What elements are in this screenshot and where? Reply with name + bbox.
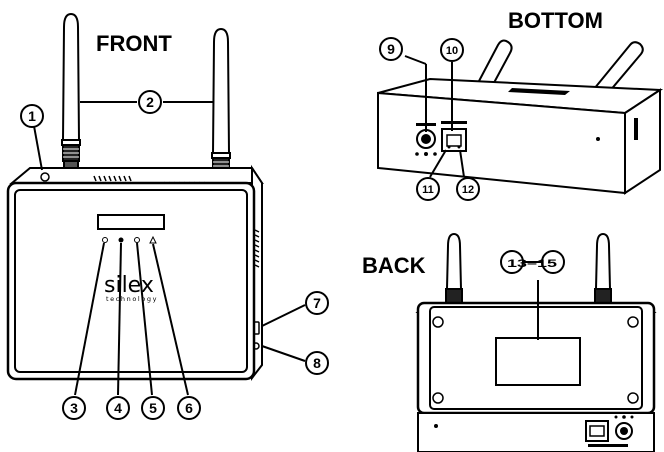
callout-10: 10 (440, 38, 464, 62)
front-side-vents (254, 229, 260, 268)
back-dc-pin (620, 427, 628, 435)
callout-7: 7 (305, 291, 329, 315)
callout-3: 3 (62, 396, 86, 420)
back-view-title: BACK (362, 253, 426, 278)
lan-port-label (441, 121, 467, 124)
callout-9: 9 (379, 37, 403, 61)
svg-text:8: 8 (313, 355, 321, 371)
lan-port-socket (446, 134, 462, 147)
bottom-side-label (634, 118, 638, 140)
svg-text:10: 10 (446, 45, 458, 57)
back-screw (434, 424, 438, 428)
back-panel-inner (429, 306, 643, 410)
led-status-icon (118, 237, 124, 243)
dc-jack-pin (421, 134, 431, 144)
bottom-screw (596, 137, 600, 141)
bottom-box-side (624, 88, 661, 195)
led-warning-icon (149, 235, 157, 244)
callout-12: 12 (456, 177, 480, 201)
front-antenna-left (60, 12, 82, 179)
svg-text:12: 12 (462, 184, 474, 196)
back-view: BACK (362, 232, 657, 452)
callout-8: 8 (305, 351, 329, 375)
front-view: FRONT (6, 12, 264, 381)
led-window (97, 214, 165, 230)
back-antenna-right (594, 232, 612, 304)
callout-2: 2 (138, 90, 162, 114)
svg-text:9: 9 (387, 41, 395, 57)
callout-11: 11 (416, 177, 440, 201)
led-power-icon (102, 237, 108, 243)
brand-logo: silex (104, 273, 154, 298)
lan-led-right (457, 145, 461, 149)
bottom-vent-slot (508, 88, 570, 95)
back-port-labels (588, 444, 628, 447)
svg-text:5: 5 (149, 400, 157, 416)
front-top-button (40, 172, 50, 182)
back-polarity-icon (614, 415, 634, 419)
svg-text:2: 2 (146, 94, 154, 110)
brand-tagline: technology (106, 295, 158, 303)
lan-led-left (447, 145, 451, 149)
callout-4: 4 (106, 396, 130, 420)
back-foot-tr (627, 316, 639, 328)
back-lan-socket (589, 425, 605, 437)
svg-text:1: 1 (28, 108, 36, 124)
callout-6: 6 (177, 396, 201, 420)
led-link-icon (134, 237, 140, 243)
callout-5: 5 (141, 396, 165, 420)
callout-1: 1 (20, 104, 44, 128)
svg-text:6: 6 (185, 400, 193, 416)
front-face-outer (6, 181, 256, 381)
product-label (495, 337, 581, 386)
back-foot-tl (432, 316, 444, 328)
svg-text:7: 7 (313, 295, 321, 311)
callout-13-15: 13–15 (500, 250, 565, 274)
callout-leaders (33, 55, 542, 396)
svg-text:3: 3 (70, 400, 78, 416)
back-antenna-left (445, 232, 463, 304)
front-face-inner (14, 189, 248, 373)
front-view-title: FRONT (96, 31, 172, 56)
svg-text:4: 4 (114, 400, 122, 416)
front-antenna-right (210, 27, 232, 191)
back-foot-bl (432, 392, 444, 404)
bottom-view: BOTTOM (377, 8, 664, 195)
back-foot-br (627, 392, 639, 404)
bottom-view-title: BOTTOM (508, 8, 603, 33)
svg-text:11: 11 (422, 184, 434, 196)
callout-markers: 1 2 3 4 5 6 7 8 (20, 37, 565, 420)
dc-polarity-icon (415, 152, 437, 156)
svg-text:13–15: 13–15 (507, 258, 557, 270)
